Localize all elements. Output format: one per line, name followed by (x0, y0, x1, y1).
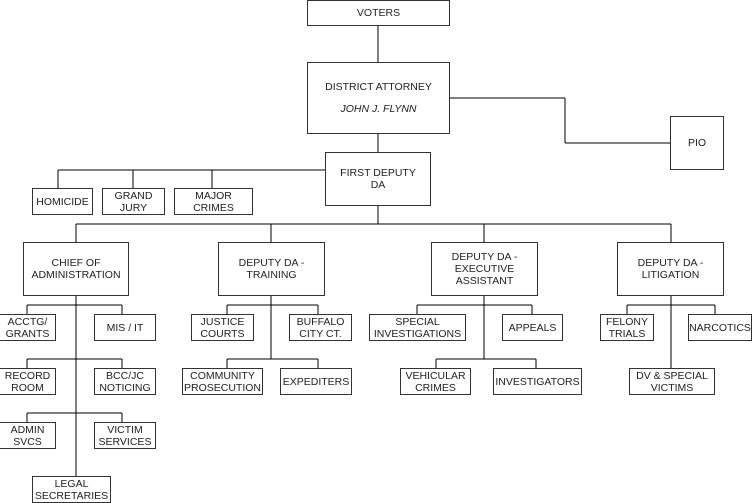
node-voters: VOTERS (307, 0, 450, 26)
node-mis-it: MIS / IT (94, 314, 156, 341)
node-acctg-grants: ACCTG/GRANTS (0, 314, 56, 341)
node-narcotics-label: NARCOTICS (689, 321, 751, 334)
node-investigators: INVESTIGATORS (493, 368, 582, 395)
node-expediters: EXPEDITERS (280, 368, 352, 395)
node-voters-label: VOTERS (356, 7, 401, 19)
node-deputy-litigation-label: DEPUTY DA -LITIGATION (637, 257, 704, 281)
node-acctg-grants-label: ACCTG/GRANTS (5, 315, 50, 340)
node-pio-label: PIO (687, 137, 707, 149)
node-district-attorney-name: JOHN J. FLYNN (340, 103, 417, 115)
node-deputy-training: DEPUTY DA -TRAINING (218, 242, 325, 296)
node-homicide-label: HOMICIDE (36, 195, 89, 208)
node-deputy-training-label: DEPUTY DA -TRAINING (238, 257, 305, 281)
node-appeals: APPEALS (502, 314, 563, 341)
node-district-attorney-label: DISTRICT ATTORNEY (325, 81, 432, 93)
node-district-attorney: DISTRICT ATTORNEY JOHN J. FLYNN (307, 62, 450, 134)
node-homicide: HOMICIDE (32, 188, 93, 215)
node-pio: PIO (670, 116, 724, 170)
node-mis-it-label: MIS / IT (106, 321, 144, 334)
node-expediters-label: EXPEDITERS (282, 375, 350, 388)
node-investigators-label: INVESTIGATORS (495, 375, 580, 388)
node-narcotics: NARCOTICS (688, 314, 752, 341)
node-deputy-litigation: DEPUTY DA -LITIGATION (617, 242, 724, 296)
node-appeals-label: APPEALS (508, 321, 557, 334)
